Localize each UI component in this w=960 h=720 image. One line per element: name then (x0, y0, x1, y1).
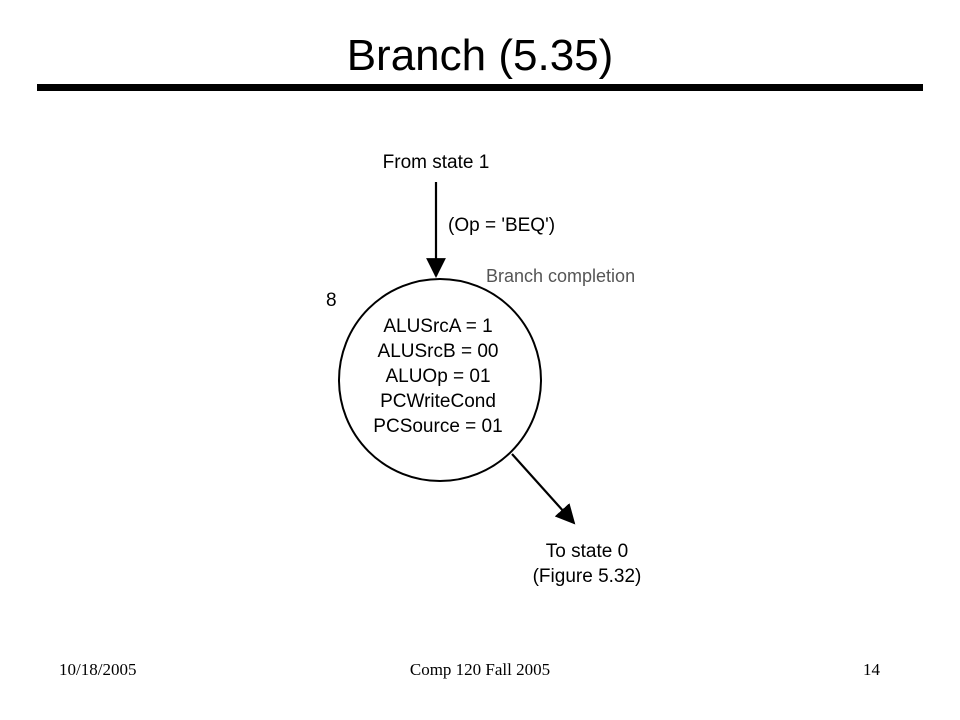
title-divider (37, 84, 923, 91)
footer-course: Comp 120 Fall 2005 (409, 660, 551, 679)
footer-date: 10/18/2005 (59, 660, 137, 679)
state-signal: ALUSrcB = 00 (378, 341, 499, 362)
state-caption: Branch completion (486, 266, 635, 286)
outgoing-transition-arrow (511, 453, 576, 525)
state-number: 8 (326, 290, 337, 311)
state-signal: PCSource = 01 (373, 416, 502, 437)
outgoing-figure-reference: (Figure 5.32) (533, 566, 642, 587)
outgoing-state-label: To state 0 (546, 541, 628, 562)
footer-page-number: 14 (863, 660, 880, 679)
state-circle (338, 278, 542, 482)
slide-title: Branch (5.35) (346, 31, 614, 80)
state-signal: ALUSrcA = 1 (383, 316, 492, 337)
state-signal: PCWriteCond (380, 391, 496, 412)
transition-condition: (Op = 'BEQ') (448, 215, 555, 236)
state-signal: ALUOp = 01 (385, 366, 490, 387)
incoming-state-label: From state 1 (383, 152, 490, 173)
